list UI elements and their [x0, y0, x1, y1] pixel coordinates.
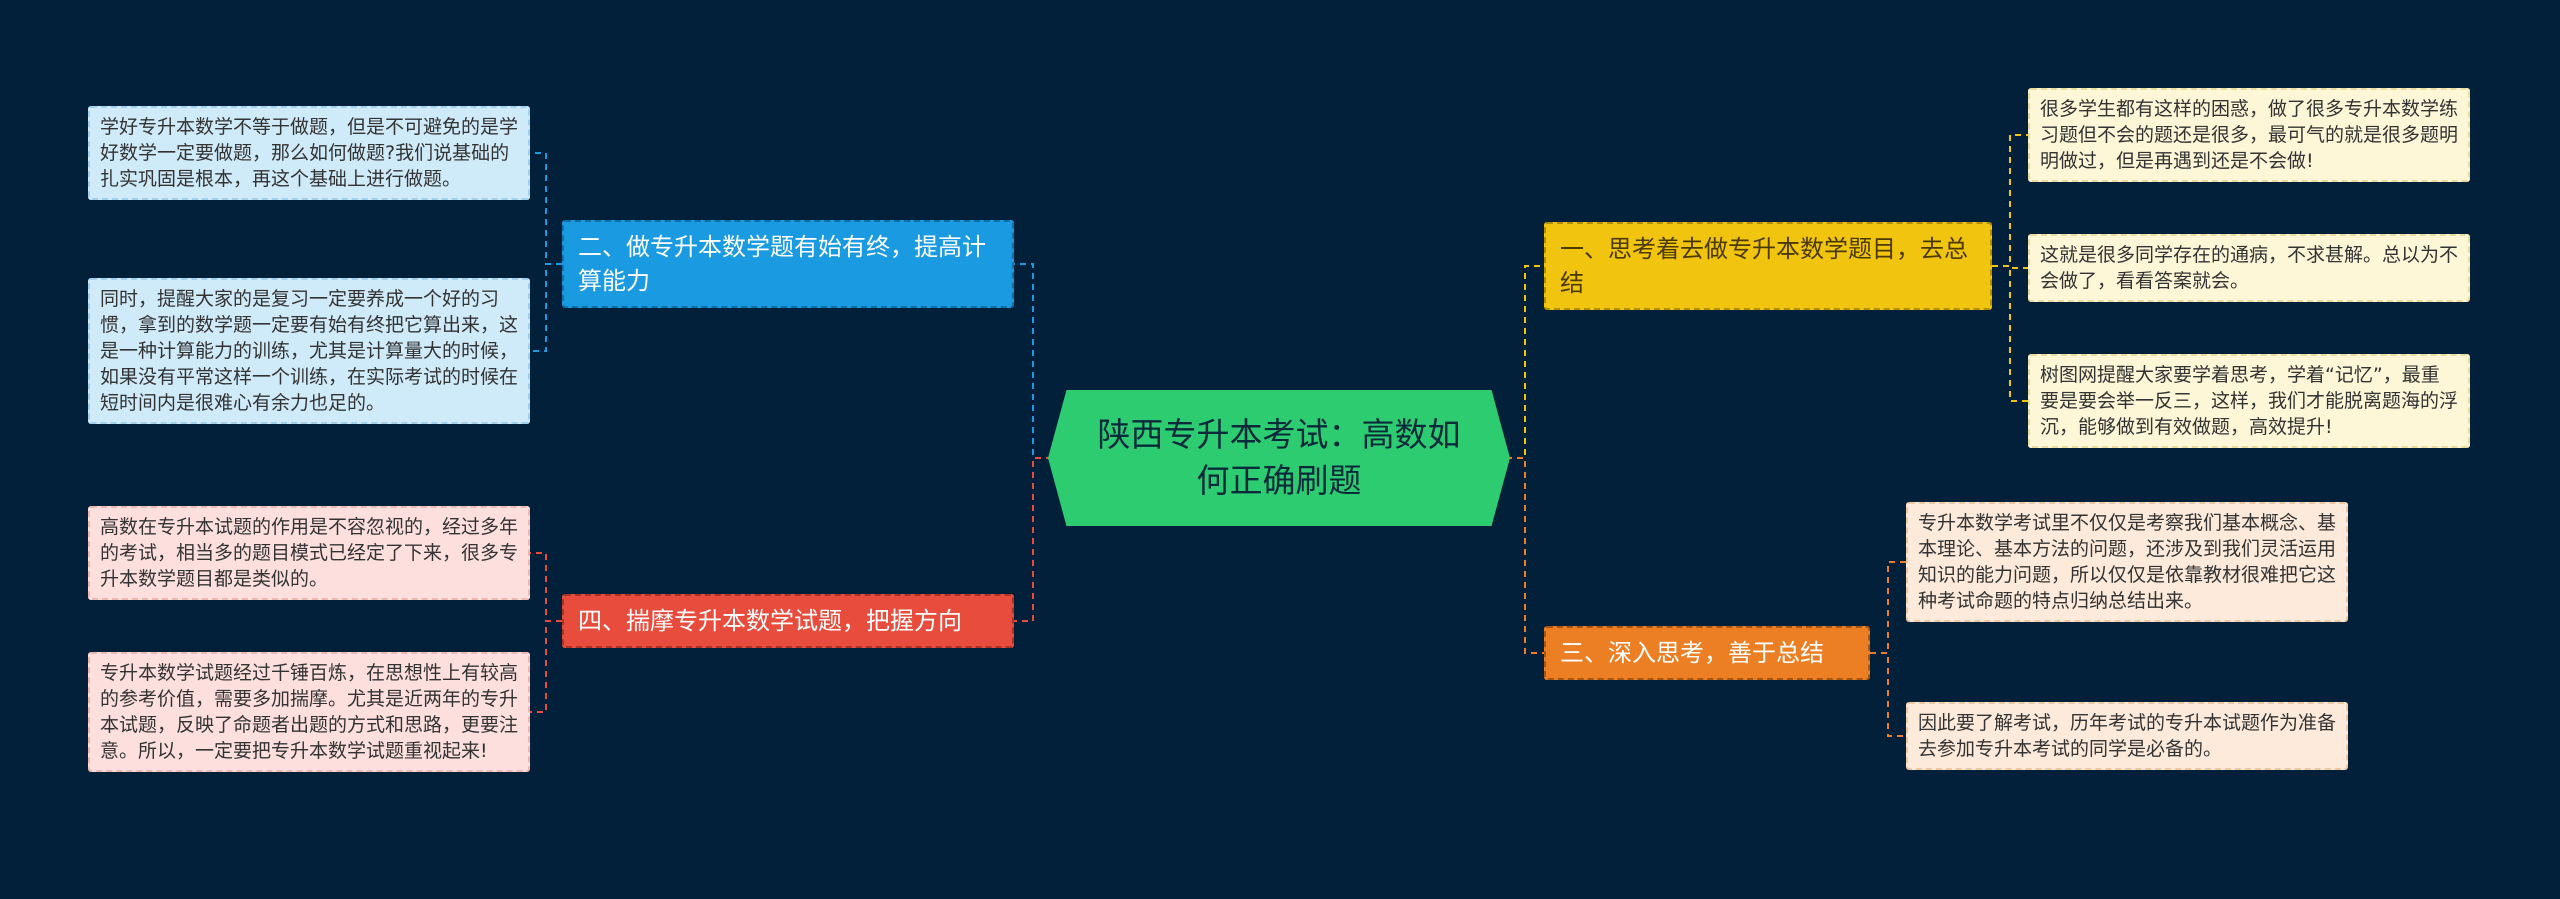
root-branch-connector: [1014, 263, 1052, 459]
branch-title: 一、思考着去做专升本数学题目，去总结: [1560, 235, 1968, 297]
leaf-text: 学好专升本数学不等于做题，但是不可避免的是学好数学一定要做题，那么如何做题?我们…: [100, 116, 519, 190]
leaf-note[interactable]: 专升本数学试题经过千锤百炼，在思想性上有较高的参考价值，需要多加揣摩。尤其是近两…: [88, 652, 530, 772]
root-topic[interactable]: 陕西专升本考试：高数如何正确刷题: [1048, 390, 1510, 526]
root-title: 陕西专升本考试：高数如何正确刷题: [1097, 415, 1461, 500]
root-branch-connector: [1014, 457, 1052, 622]
leaf-text: 同时，提醒大家的是复习一定要养成一个好的习惯，拿到的数学题一定要有始有终把它算出…: [100, 288, 519, 414]
leaf-text: 树图网提醒大家要学着思考，学着“记忆”，最重要是要会举一反三，这样，我们才能脱离…: [2040, 364, 2459, 438]
branch-leaf-connector: [1870, 561, 1906, 654]
leaf-text: 专升本数学试题经过千锤百炼，在思想性上有较高的参考价值，需要多加揣摩。尤其是近两…: [100, 662, 519, 762]
branch-topic-1[interactable]: 一、思考着去做专升本数学题目，去总结: [1544, 222, 1992, 310]
branch-leaf-connector: [1992, 134, 2028, 267]
root-branch-connector: [1506, 457, 1544, 654]
branch-leaf-connector: [530, 263, 562, 352]
leaf-note[interactable]: 高数在专升本试题的作用是不容忽视的，经过多年的考试，相当多的题目模式已经定了下来…: [88, 506, 530, 600]
branch-leaf-connector: [1870, 652, 1906, 737]
leaf-note[interactable]: 这就是很多同学存在的通病，不求甚解。总以为不会做了，看看答案就会。: [2028, 234, 2470, 302]
branch-title: 三、深入思考，善于总结: [1560, 639, 1824, 667]
branch-topic-3[interactable]: 三、深入思考，善于总结: [1544, 626, 1870, 680]
leaf-text: 因此要了解考试，历年考试的专升本试题作为准备去参加专升本考试的同学是必备的。: [1918, 712, 2337, 760]
branch-topic-2[interactable]: 二、做专升本数学题有始有终，提高计算能力: [562, 220, 1014, 308]
branch-topic-4[interactable]: 四、揣摩专升本数学试题，把握方向: [562, 594, 1014, 648]
branch-title: 二、做专升本数学题有始有终，提高计算能力: [578, 233, 986, 295]
leaf-text: 很多学生都有这样的困惑，做了很多专升本数学练习题但不会的题还是很多，最可气的就是…: [2040, 98, 2459, 172]
leaf-note[interactable]: 专升本数学考试里不仅仅是考察我们基本概念、基本理论、基本方法的问题，还涉及到我们…: [1906, 502, 2348, 622]
leaf-note[interactable]: 学好专升本数学不等于做题，但是不可避免的是学好数学一定要做题，那么如何做题?我们…: [88, 106, 530, 200]
leaf-text: 高数在专升本试题的作用是不容忽视的，经过多年的考试，相当多的题目模式已经定了下来…: [100, 516, 519, 590]
branch-leaf-connector: [530, 552, 562, 622]
leaf-note[interactable]: 同时，提醒大家的是复习一定要养成一个好的习惯，拿到的数学题一定要有始有终把它算出…: [88, 278, 530, 424]
branch-leaf-connector: [530, 152, 562, 265]
leaf-text: 专升本数学考试里不仅仅是考察我们基本概念、基本理论、基本方法的问题，还涉及到我们…: [1918, 512, 2337, 612]
root-branch-connector: [1506, 265, 1544, 459]
branch-title: 四、揣摩专升本数学试题，把握方向: [578, 607, 962, 635]
branch-leaf-connector: [530, 620, 562, 713]
leaf-text: 这就是很多同学存在的通病，不求甚解。总以为不会做了，看看答案就会。: [2040, 244, 2459, 292]
branch-leaf-connector: [1992, 265, 2028, 402]
leaf-note[interactable]: 树图网提醒大家要学着思考，学着“记忆”，最重要是要会举一反三，这样，我们才能脱离…: [2028, 354, 2470, 448]
leaf-note[interactable]: 很多学生都有这样的困惑，做了很多专升本数学练习题但不会的题还是很多，最可气的就是…: [2028, 88, 2470, 182]
leaf-note[interactable]: 因此要了解考试，历年考试的专升本试题作为准备去参加专升本考试的同学是必备的。: [1906, 702, 2348, 770]
